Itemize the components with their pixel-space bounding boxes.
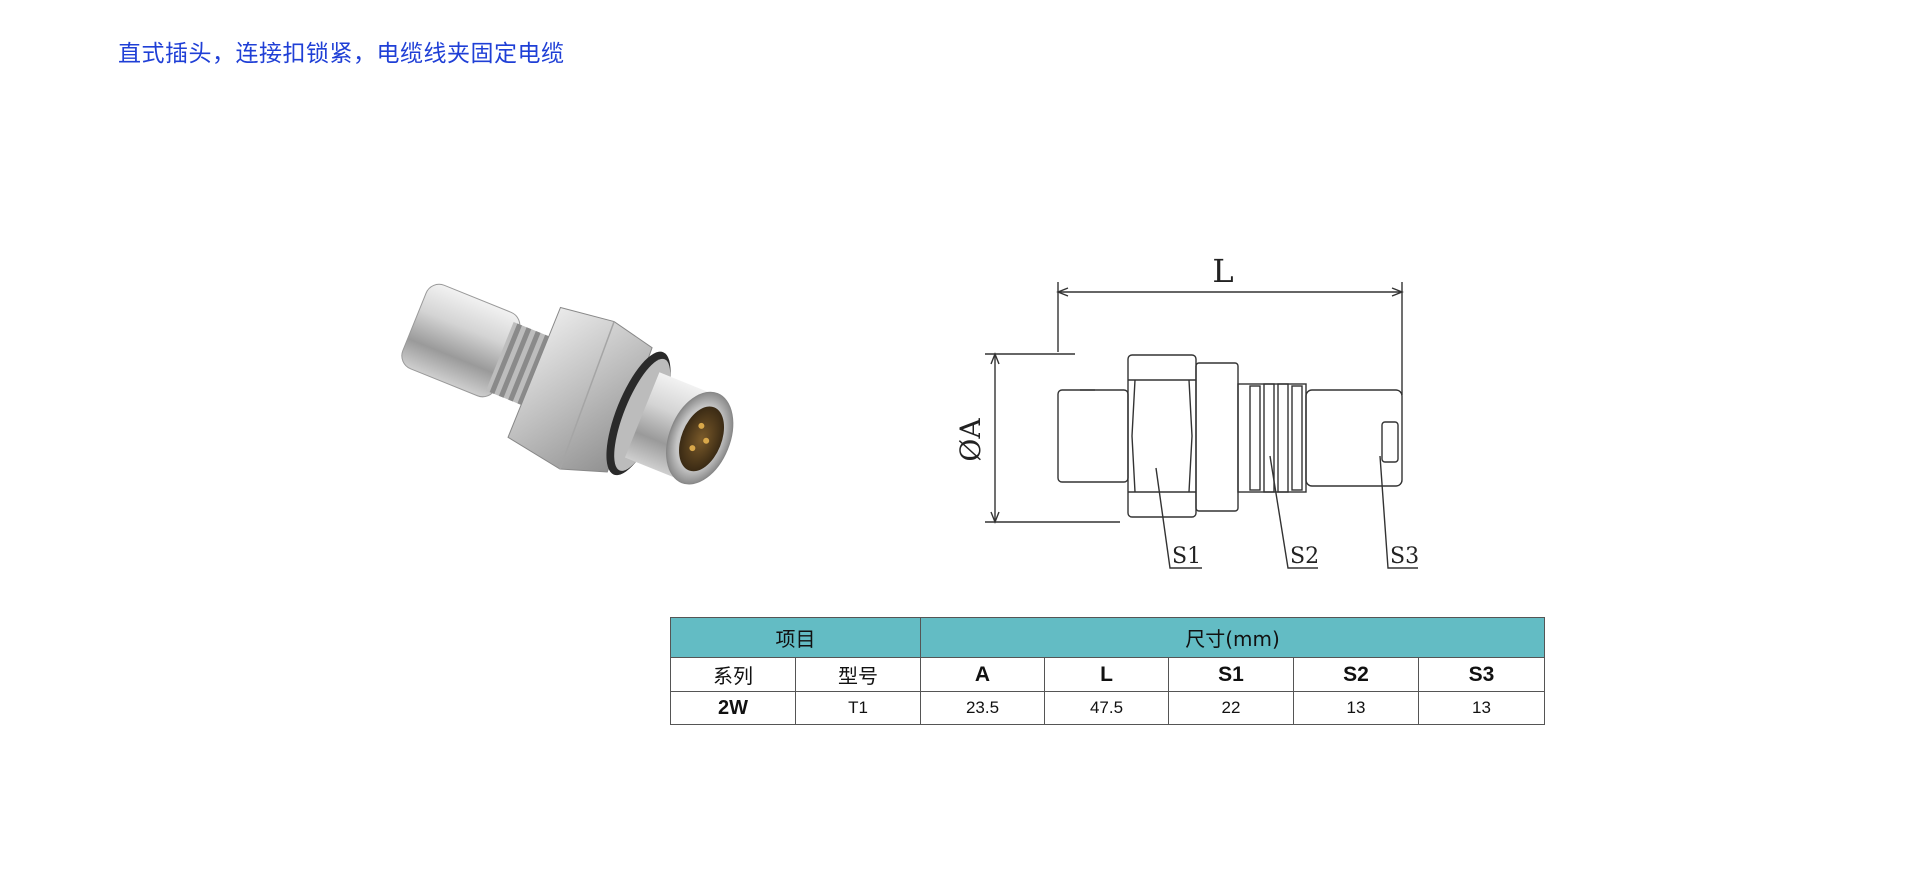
col-s3: S3	[1417, 657, 1546, 692]
col-s1: S1	[1168, 657, 1294, 692]
label-length: L	[1212, 252, 1233, 290]
cell-model: T1	[795, 691, 921, 725]
cell-s1: 22	[1168, 691, 1294, 725]
col-s2: S2	[1293, 657, 1419, 692]
cell-series: 2W	[670, 691, 796, 725]
cell-l: 47.5	[1044, 691, 1169, 725]
spec-table: 项目 尺寸(mm) 系列 型号 A L S1 S2 S3 2W T1 23.5 …	[670, 617, 1546, 725]
header-item: 项目	[670, 617, 921, 658]
table-row: 2W T1 23.5 47.5 22 13 13	[670, 691, 1546, 725]
col-l: L	[1044, 657, 1169, 692]
header-dimension: 尺寸(mm)	[919, 617, 1546, 658]
col-model: 型号	[795, 657, 921, 692]
col-series: 系列	[670, 657, 796, 692]
label-s3: S3	[1390, 544, 1419, 569]
label-s1: S1	[1172, 544, 1201, 569]
cell-s2: 13	[1293, 691, 1419, 725]
cell-a: 23.5	[920, 691, 1045, 725]
connector-photo	[401, 283, 734, 485]
dimension-drawing: L ØA S1 S2 S3	[954, 252, 1419, 569]
table-subheader-row: 系列 型号 A L S1 S2 S3	[670, 657, 1546, 692]
label-s2: S2	[1290, 544, 1319, 569]
page-title: 直式插头，连接扣锁紧，电缆线夹固定电缆	[118, 41, 565, 67]
table-header-row: 项目 尺寸(mm)	[670, 617, 1546, 658]
cell-s3: 13	[1417, 691, 1546, 725]
col-a: A	[920, 657, 1045, 692]
label-diameter: ØA	[954, 418, 987, 462]
